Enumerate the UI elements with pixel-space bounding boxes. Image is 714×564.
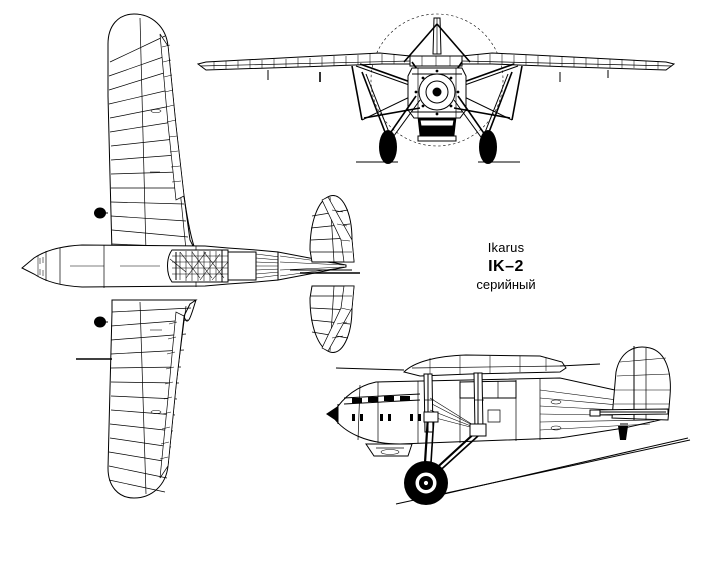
side-radiator [365,443,413,457]
plan-horizontal-tail [290,195,360,353]
plan-fuselage [21,244,347,288]
plan-view [21,13,360,499]
side-tail-skid [618,426,628,440]
plan-upper-wing-panel [94,13,197,253]
side-parasol-wing [336,354,600,377]
caption-variant: серийный [476,277,536,293]
front-landing-gear [356,72,520,164]
caption-block: Ikarus IK–2 серийный [441,240,571,293]
front-wheel-left [379,130,397,164]
propeller-hub [432,87,442,97]
side-fuselage [326,377,661,457]
side-spinner [326,406,338,422]
front-wheel-right [479,130,497,164]
front-wing [196,52,676,82]
caption-manufacturer: Ikarus [487,240,525,255]
side-tail-unit [589,346,671,440]
caption-model: IK–2 [488,257,524,275]
side-view [326,346,690,505]
front-engine-cowling [407,67,467,142]
side-exhaust-stacks [344,394,420,404]
front-view [196,13,676,164]
plan-cockpit-canopy [167,249,257,283]
side-landing-gear [404,411,487,505]
plan-lower-wing-panel [76,299,198,499]
propeller-disc [370,13,504,147]
